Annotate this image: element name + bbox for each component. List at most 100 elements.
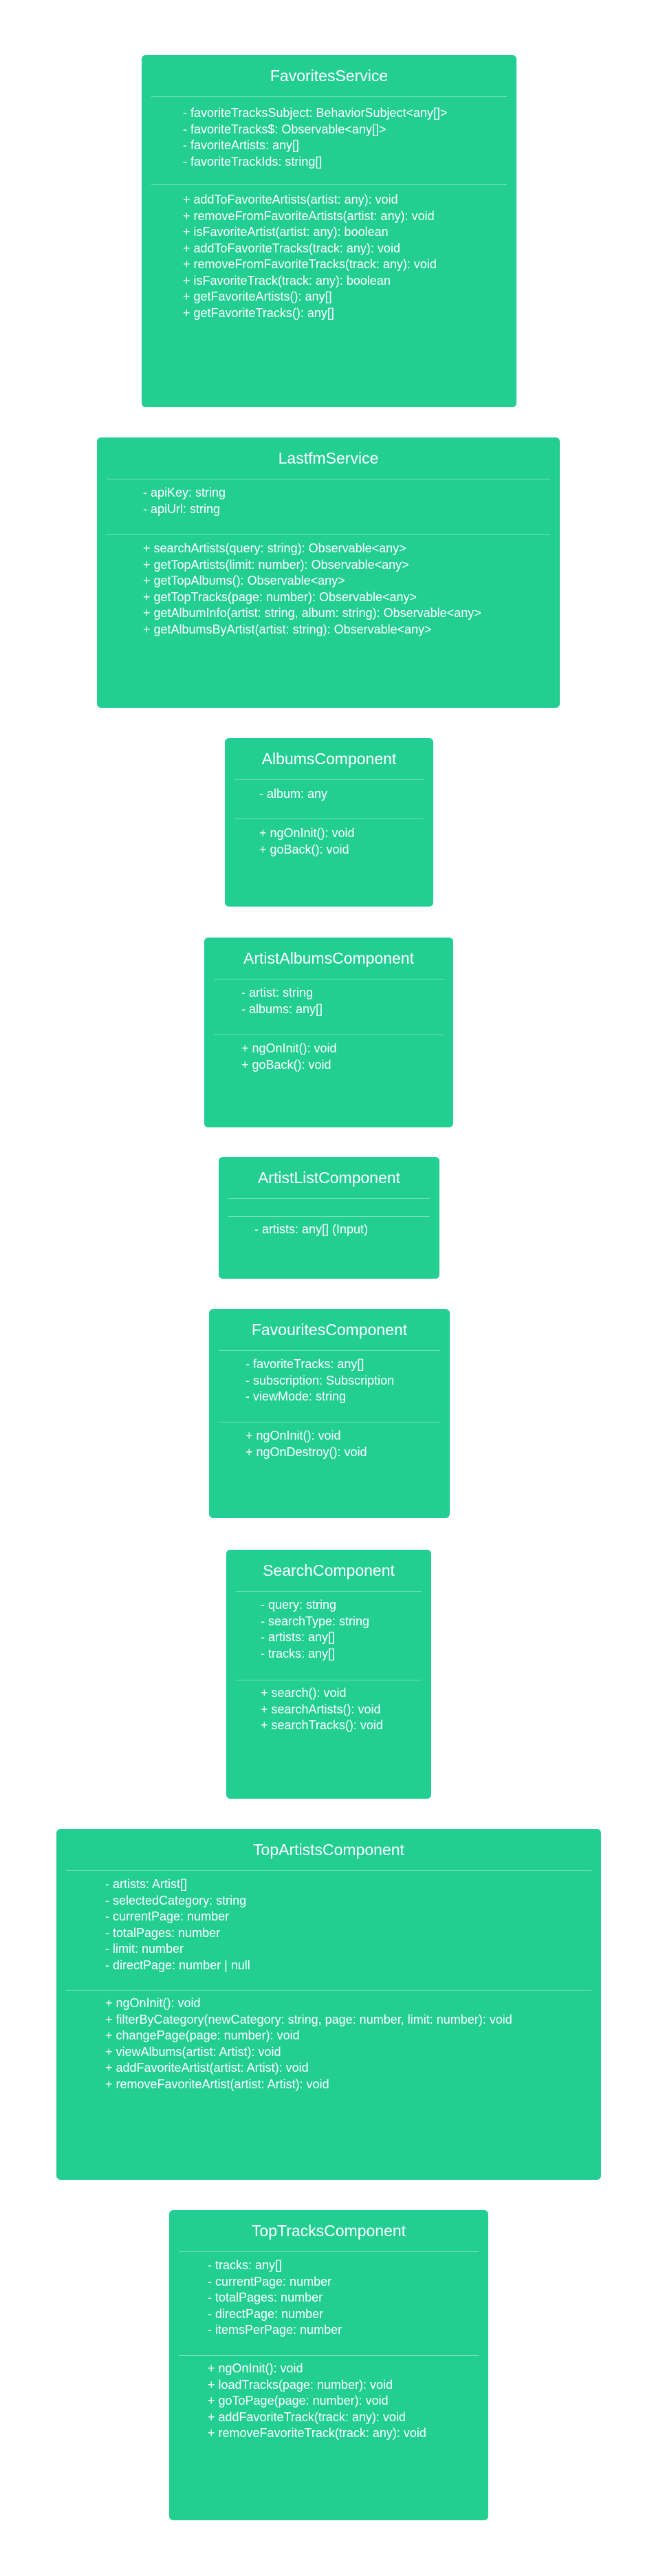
attribute: - favoriteTracks$: Observable<any[]> xyxy=(183,122,386,136)
method: + isFavoriteTrack(track: any): boolean xyxy=(183,273,391,288)
attribute: - favoriteTracks: any[] xyxy=(246,1357,364,1371)
method: + getAlbumInfo(artist: string, album: st… xyxy=(143,606,481,620)
method: + removeFromFavoriteTracks(track: any): … xyxy=(183,257,437,271)
class-name: ArtistListComponent xyxy=(257,1169,401,1187)
attribute: - artists: any[] xyxy=(261,1630,336,1644)
attribute-list: - artists: Artist[] - selectedCategory: … xyxy=(105,1876,250,1973)
method: + addFavoriteTrack(track: any): void xyxy=(208,2410,406,2424)
attribute: - directPage: number | null xyxy=(105,1958,250,1972)
method: + getTopAlbums(): Observable<any> xyxy=(143,574,345,587)
method: + filterByCategory(newCategory: string, … xyxy=(105,2012,512,2026)
class-name: ArtistAlbumsComponent xyxy=(243,949,414,967)
divider xyxy=(228,1216,430,1217)
method: + search(): void xyxy=(261,1686,347,1700)
method-list: + addToFavoriteArtists(artist: any): voi… xyxy=(183,192,437,321)
attribute-list: - favoriteTracksSubject: BehaviorSubject… xyxy=(183,105,448,170)
method: + removeFromFavoriteArtists(artist: any)… xyxy=(183,208,435,223)
method: + ngOnInit(): void xyxy=(246,1429,341,1442)
attribute: - itemsPerPage: number xyxy=(208,2323,342,2337)
method: + goBack(): void xyxy=(241,1057,331,1072)
method: + addFavoriteArtist(artist: Artist): voi… xyxy=(105,2061,309,2075)
divider xyxy=(179,2355,479,2356)
divider xyxy=(107,534,550,535)
attribute: - totalPages: number xyxy=(105,1925,221,1940)
attribute: - favoriteArtists: any[] xyxy=(183,138,300,152)
method: + loadTracks(page: number): void xyxy=(208,2377,393,2392)
method: + getTopTracks(page: number): Observable… xyxy=(143,589,417,604)
divider xyxy=(66,1990,591,1991)
attribute: - viewMode: string xyxy=(246,1389,347,1403)
method: + changePage(page: number): void xyxy=(105,2028,300,2042)
method-list: + ngOnInit(): void + loadTracks(page: nu… xyxy=(208,2361,426,2442)
class-top-artists-component: TopArtistsComponent - artists: Artist[] … xyxy=(56,1829,601,2180)
method: + searchTracks(): void xyxy=(261,1718,383,1732)
attribute-list: - artist: string - albums: any[] xyxy=(241,985,323,1017)
attribute: - subscription: Subscription xyxy=(246,1373,395,1387)
attribute-list: - favoriteTracks: any[] - subscription: … xyxy=(246,1356,394,1405)
method: + isFavoriteArtist(artist: any): boolean xyxy=(183,225,389,239)
divider xyxy=(179,2251,479,2252)
method: + goBack(): void xyxy=(259,842,349,856)
attribute-list: - query: string - searchType: string - a… xyxy=(261,1597,369,1662)
method: + getAlbumsByArtist(artist: string): Obs… xyxy=(143,622,432,636)
class-albums-component: AlbumsComponent - album: any + ngOnInit(… xyxy=(225,738,433,907)
attribute: - album: any xyxy=(259,787,328,801)
method: + ngOnInit(): void xyxy=(259,826,355,840)
class-artist-albums-component: ArtistAlbumsComponent - artist: string -… xyxy=(204,938,453,1127)
method-list: - artists: any[] (Input) xyxy=(254,1222,368,1238)
method: + getTopArtists(limit: number): Observab… xyxy=(143,557,409,572)
class-name: AlbumsComponent xyxy=(261,750,397,768)
method: + ngOnInit(): void xyxy=(105,1996,201,2010)
method-list: + ngOnInit(): void + ngOnDestroy(): void xyxy=(246,1428,367,1460)
method: + getFavoriteArtists(): any[] xyxy=(183,290,332,303)
class-name: FavoritesService xyxy=(270,67,389,85)
attribute: - artist: string xyxy=(241,986,314,999)
divider xyxy=(219,1350,440,1351)
method-list: + ngOnInit(): void + filterByCategory(ne… xyxy=(105,1995,512,2092)
method: + goToPage(page: number): void xyxy=(208,2394,389,2407)
class-artist-list-component: ArtistListComponent - artists: any[] (In… xyxy=(219,1157,439,1279)
divider xyxy=(235,779,424,780)
attribute: - favoriteTrackIds: string[] xyxy=(183,154,323,169)
divider xyxy=(236,1591,422,1592)
attribute: - apiKey: string xyxy=(143,486,226,499)
attribute: - currentPage: number xyxy=(105,1909,230,1923)
divider xyxy=(151,96,507,97)
attribute: - currentPage: number xyxy=(208,2274,332,2288)
class-favorites-service: FavoritesService - favoriteTracksSubject… xyxy=(142,55,516,407)
method-list: + ngOnInit(): void + goBack(): void xyxy=(259,825,355,858)
method: + viewAlbums(artist: Artist): void xyxy=(105,2044,281,2059)
method: + addToFavoriteArtists(artist: any): voi… xyxy=(183,193,398,206)
divider xyxy=(151,184,507,185)
attribute: - tracks: any[] xyxy=(208,2258,283,2272)
method: + removeFavoriteArtist(artist: Artist): … xyxy=(105,2077,329,2091)
attribute: - searchType: string xyxy=(261,1614,370,1628)
attribute: - selectedCategory: string xyxy=(105,1893,247,1907)
attribute: - artists: Artist[] xyxy=(105,1877,188,1891)
method-list: + search(): void + searchArtists(): void… xyxy=(261,1685,383,1734)
attribute: - apiUrl: string xyxy=(143,501,221,516)
class-name: TopArtistsComponent xyxy=(253,1841,404,1859)
method: + searchArtists(query: string): Observab… xyxy=(143,541,406,555)
class-lastfm-service: LastfmService - apiKey: string - apiUrl:… xyxy=(97,437,560,708)
method-list: + ngOnInit(): void + goBack(): void xyxy=(241,1041,337,1073)
divider xyxy=(228,1198,430,1199)
attribute-list: - tracks: any[] - currentPage: number - … xyxy=(208,2258,342,2339)
method: + ngOnInit(): void xyxy=(241,1041,337,1055)
attribute: - totalPages: number xyxy=(208,2291,323,2304)
attribute: - limit: number xyxy=(105,1942,184,1956)
class-search-component: SearchComponent - query: string - search… xyxy=(226,1550,431,1799)
method: + ngOnInit(): void xyxy=(208,2361,303,2375)
class-name: SearchComponent xyxy=(263,1561,395,1579)
class-favourites-component: FavouritesComponent - favoriteTracks: an… xyxy=(209,1309,450,1518)
method-list: + searchArtists(query: string): Observab… xyxy=(143,541,481,638)
class-name: LastfmService xyxy=(278,449,379,467)
attribute: - albums: any[] xyxy=(241,1002,323,1016)
method: + removeFavoriteTrack(track: any): void xyxy=(208,2426,426,2440)
attribute: - query: string xyxy=(261,1598,337,1612)
method: + getFavoriteTracks(): any[] xyxy=(183,305,334,320)
method: + addToFavoriteTracks(track: any): void xyxy=(183,241,400,255)
class-name: FavouritesComponent xyxy=(251,1321,408,1339)
class-name: TopTracksComponent xyxy=(251,2222,406,2240)
attribute: - tracks: any[] xyxy=(261,1646,336,1660)
